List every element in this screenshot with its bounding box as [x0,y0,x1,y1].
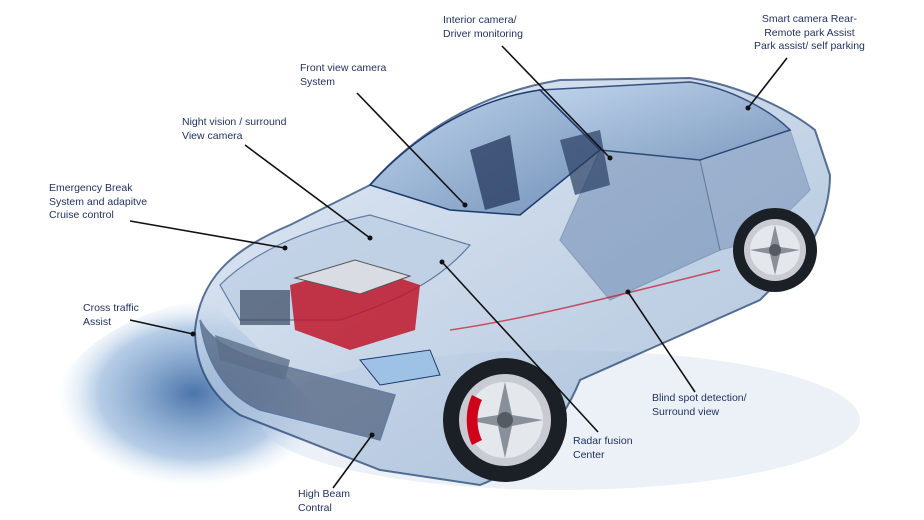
label-cross-traffic: Cross traffic Assist [83,302,139,329]
label-front-view-camera: Front view camera System [300,62,386,89]
label-radar-fusion: Radar fusion Center [573,435,633,462]
front-wheel [443,358,567,482]
label-blind-spot: Blind spot detection/ Surround view [652,392,747,419]
leader-smart-camera [748,58,787,108]
label-emergency-break: Emergency Break System and adapitve Crui… [49,182,147,223]
leader-emergency-break [130,221,285,248]
label-interior-camera: Interior camera/ Driver monitoring [443,14,523,41]
label-smart-camera: Smart camera Rear- Remote park Assist Pa… [754,13,865,54]
rear-wheel [733,208,817,292]
label-night-vision: Night vision / surround View camera [182,116,286,143]
label-high-beam: High Beam Contral [298,488,350,515]
engine-detail [240,290,290,325]
